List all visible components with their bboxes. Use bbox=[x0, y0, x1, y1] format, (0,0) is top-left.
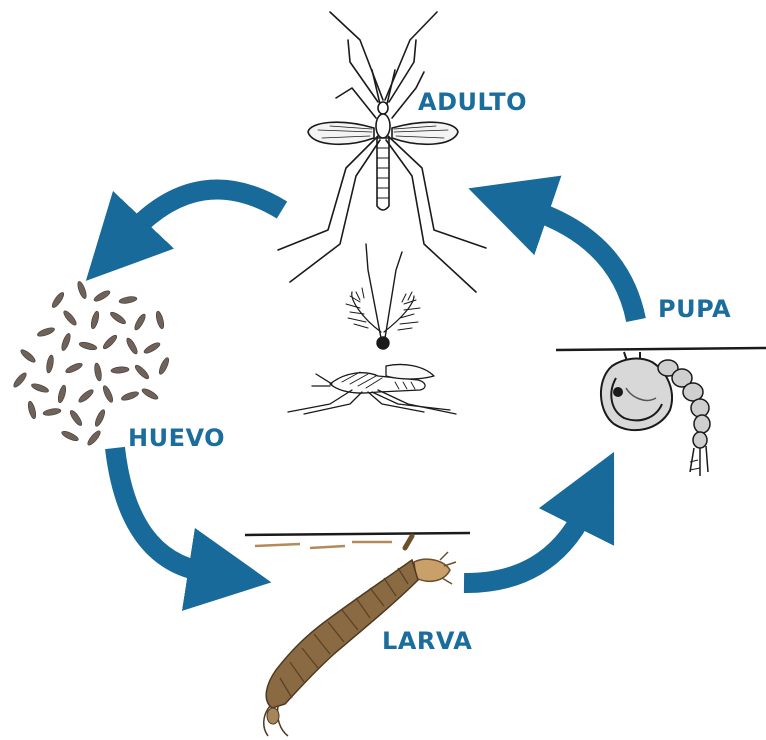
label-adult: ADULTO bbox=[418, 88, 527, 116]
label-egg: HUEVO bbox=[128, 424, 225, 452]
egg-cluster-icon bbox=[12, 281, 171, 447]
mosquito-head-icon bbox=[346, 244, 420, 349]
label-larva: LARVA bbox=[382, 627, 472, 655]
mosquito-adult-icon bbox=[278, 12, 486, 292]
arrow-larva-to-pupa bbox=[464, 512, 584, 583]
mosquito-resting-icon bbox=[288, 364, 456, 414]
label-pupa: PUPA bbox=[658, 295, 731, 323]
arrow-egg-to-larva bbox=[115, 448, 205, 572]
arrow-pupa-to-adult bbox=[532, 210, 636, 320]
mosquito-pupa-icon bbox=[556, 348, 766, 476]
arrow-adult-to-egg bbox=[132, 190, 282, 232]
